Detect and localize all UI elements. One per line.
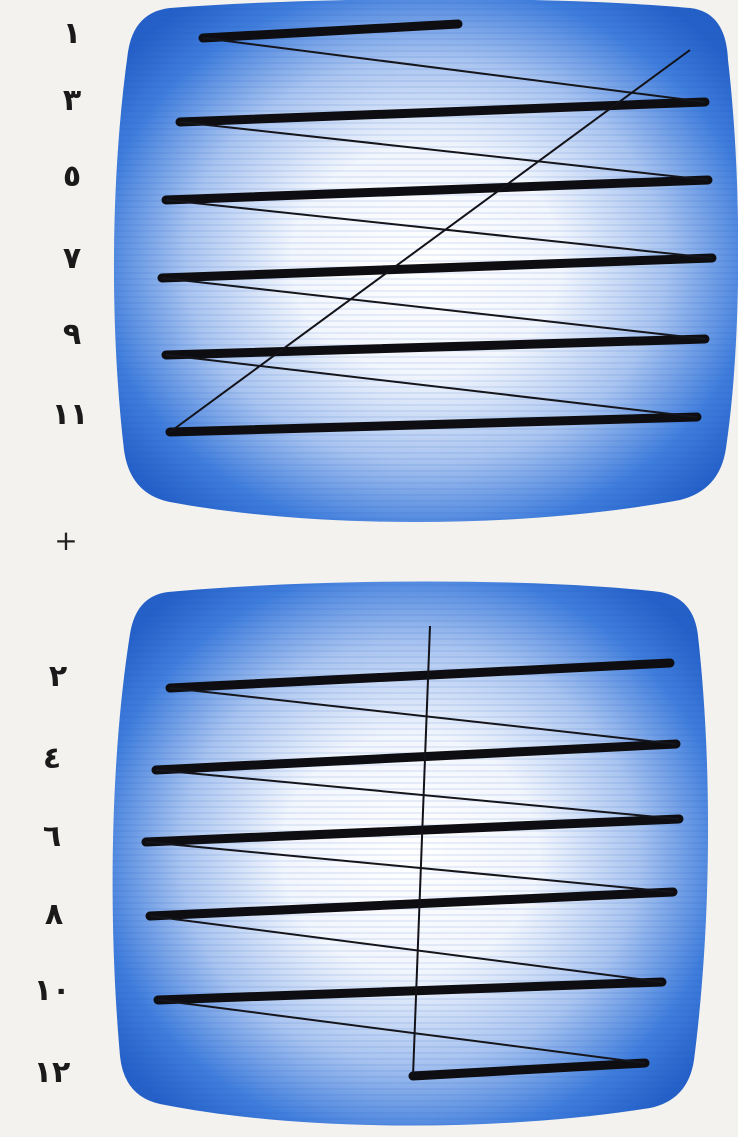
bottom-field-labels: ٢ ٤ ٦ ٨ ١٠ ١٢ — [34, 659, 71, 1090]
line-number-label: ٩ — [63, 317, 81, 352]
line-number-label: ١ — [63, 16, 81, 51]
line-number-label: ١٠ — [34, 973, 71, 1008]
line-number-label: ٣ — [63, 83, 81, 118]
top-field-screen — [114, 0, 738, 522]
top-field-labels: ١ ٣ ٥ ٧ ٩ ١١ — [52, 16, 89, 432]
line-number-label: ٢ — [49, 659, 67, 694]
plus-separator: + — [54, 524, 77, 557]
line-number-label: ١١ — [52, 397, 89, 432]
bottom-field-screen — [113, 582, 708, 1126]
line-number-label: ٤ — [43, 741, 61, 776]
line-number-label: ١٢ — [34, 1055, 71, 1090]
line-number-label: ٥ — [63, 159, 81, 194]
line-number-label: ٧ — [63, 241, 81, 276]
line-number-label: ٨ — [45, 897, 63, 932]
line-number-label: ٦ — [43, 819, 61, 854]
